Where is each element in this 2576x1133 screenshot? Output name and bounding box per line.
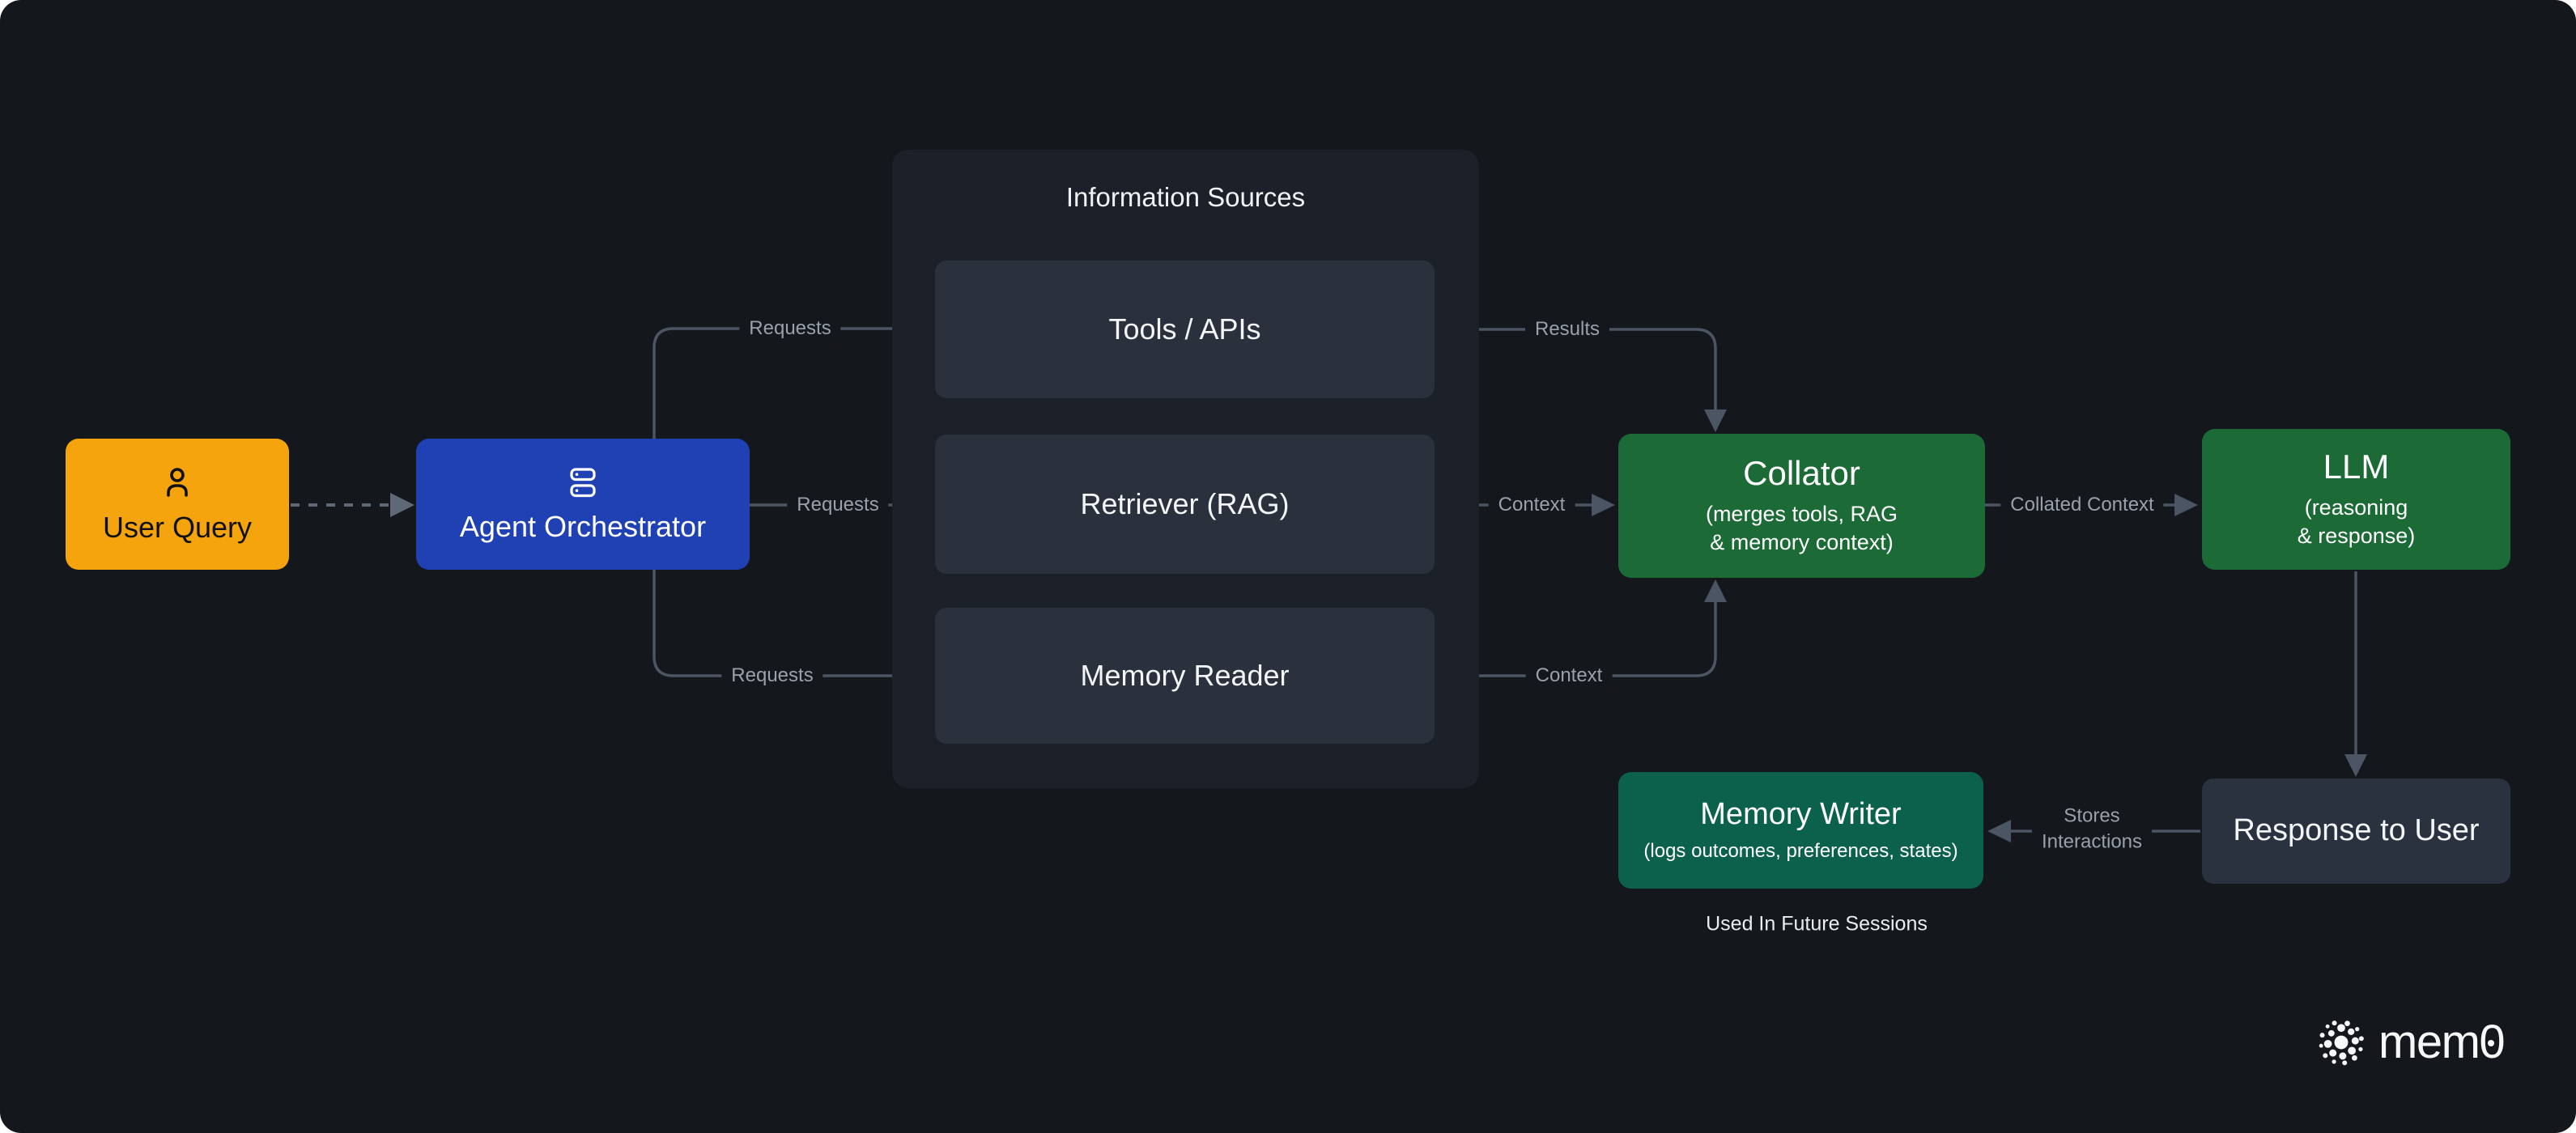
edge-memory-reader-to-collator	[1435, 579, 1727, 677]
collator-node: Collator (merges tools, RAG & memory con…	[1618, 434, 1985, 578]
mem0-zero-dot	[2488, 1040, 2495, 1046]
memory-writer-subtitle: (logs outcomes, preferences, states)	[1643, 839, 1958, 862]
user-query-node: User Query	[66, 439, 289, 570]
mem0-burst-icon	[2319, 1021, 2364, 1066]
response-to-user-label: Response to User	[2233, 813, 2480, 848]
edge-label-requests-retriever: Requests	[787, 488, 889, 522]
llm-node: LLM (reasoning & response)	[2202, 429, 2510, 570]
retriever-rag-node: Retriever (RAG)	[935, 435, 1435, 574]
edge-label-requests-memory: Requests	[721, 659, 823, 693]
edge-llm-to-response	[2344, 571, 2367, 777]
agent-orchestrator-node: Agent Orchestrator	[416, 439, 750, 570]
edge-label-context-retriever: Context	[1488, 488, 1575, 522]
memory-writer-label: Memory Writer	[1700, 796, 1902, 831]
collator-label: Collator	[1743, 454, 1860, 493]
edge-label-requests-tools: Requests	[739, 312, 841, 346]
person-icon	[167, 468, 188, 498]
memory-writer-node: Memory Writer (logs outcomes, preference…	[1618, 772, 1983, 889]
agent-orchestrator-label: Agent Orchestrator	[459, 510, 707, 544]
information-sources-title: Information Sources	[1065, 182, 1306, 212]
tools-apis-label: Tools / APIs	[1108, 312, 1261, 346]
response-to-user-node: Response to User	[2202, 779, 2510, 884]
mem0-wordmark-text: mem0	[2378, 1016, 2506, 1068]
mem0-wordmark: mem0	[2378, 1016, 2506, 1068]
user-query-label: User Query	[102, 511, 253, 545]
server-stack-icon	[570, 468, 596, 498]
tools-apis-node: Tools / APIs	[935, 261, 1435, 398]
edge-label-results: Results	[1524, 312, 1610, 346]
collator-subtitle: (merges tools, RAG & memory context)	[1705, 501, 1898, 555]
edge-label-context-memory: Context	[1525, 659, 1613, 693]
memory-reader-label: Memory Reader	[1080, 659, 1290, 693]
llm-label: LLM	[2323, 448, 2390, 486]
memory-reader-node: Memory Reader	[935, 608, 1435, 744]
edge-user-query-to-orchestrator	[291, 493, 414, 517]
retriever-rag-label: Retriever (RAG)	[1080, 487, 1290, 521]
used-in-future-sessions-note: Used In Future Sessions	[1706, 912, 1928, 936]
edge-tools-to-collator	[1435, 328, 1727, 432]
edge-label-stores-interactions: Stores Interactions	[2031, 800, 2153, 859]
edge-label-collated-context: Collated Context	[2000, 488, 2164, 522]
llm-subtitle: (reasoning & response)	[2297, 494, 2416, 549]
mem0-logo: mem0	[2317, 1016, 2506, 1068]
